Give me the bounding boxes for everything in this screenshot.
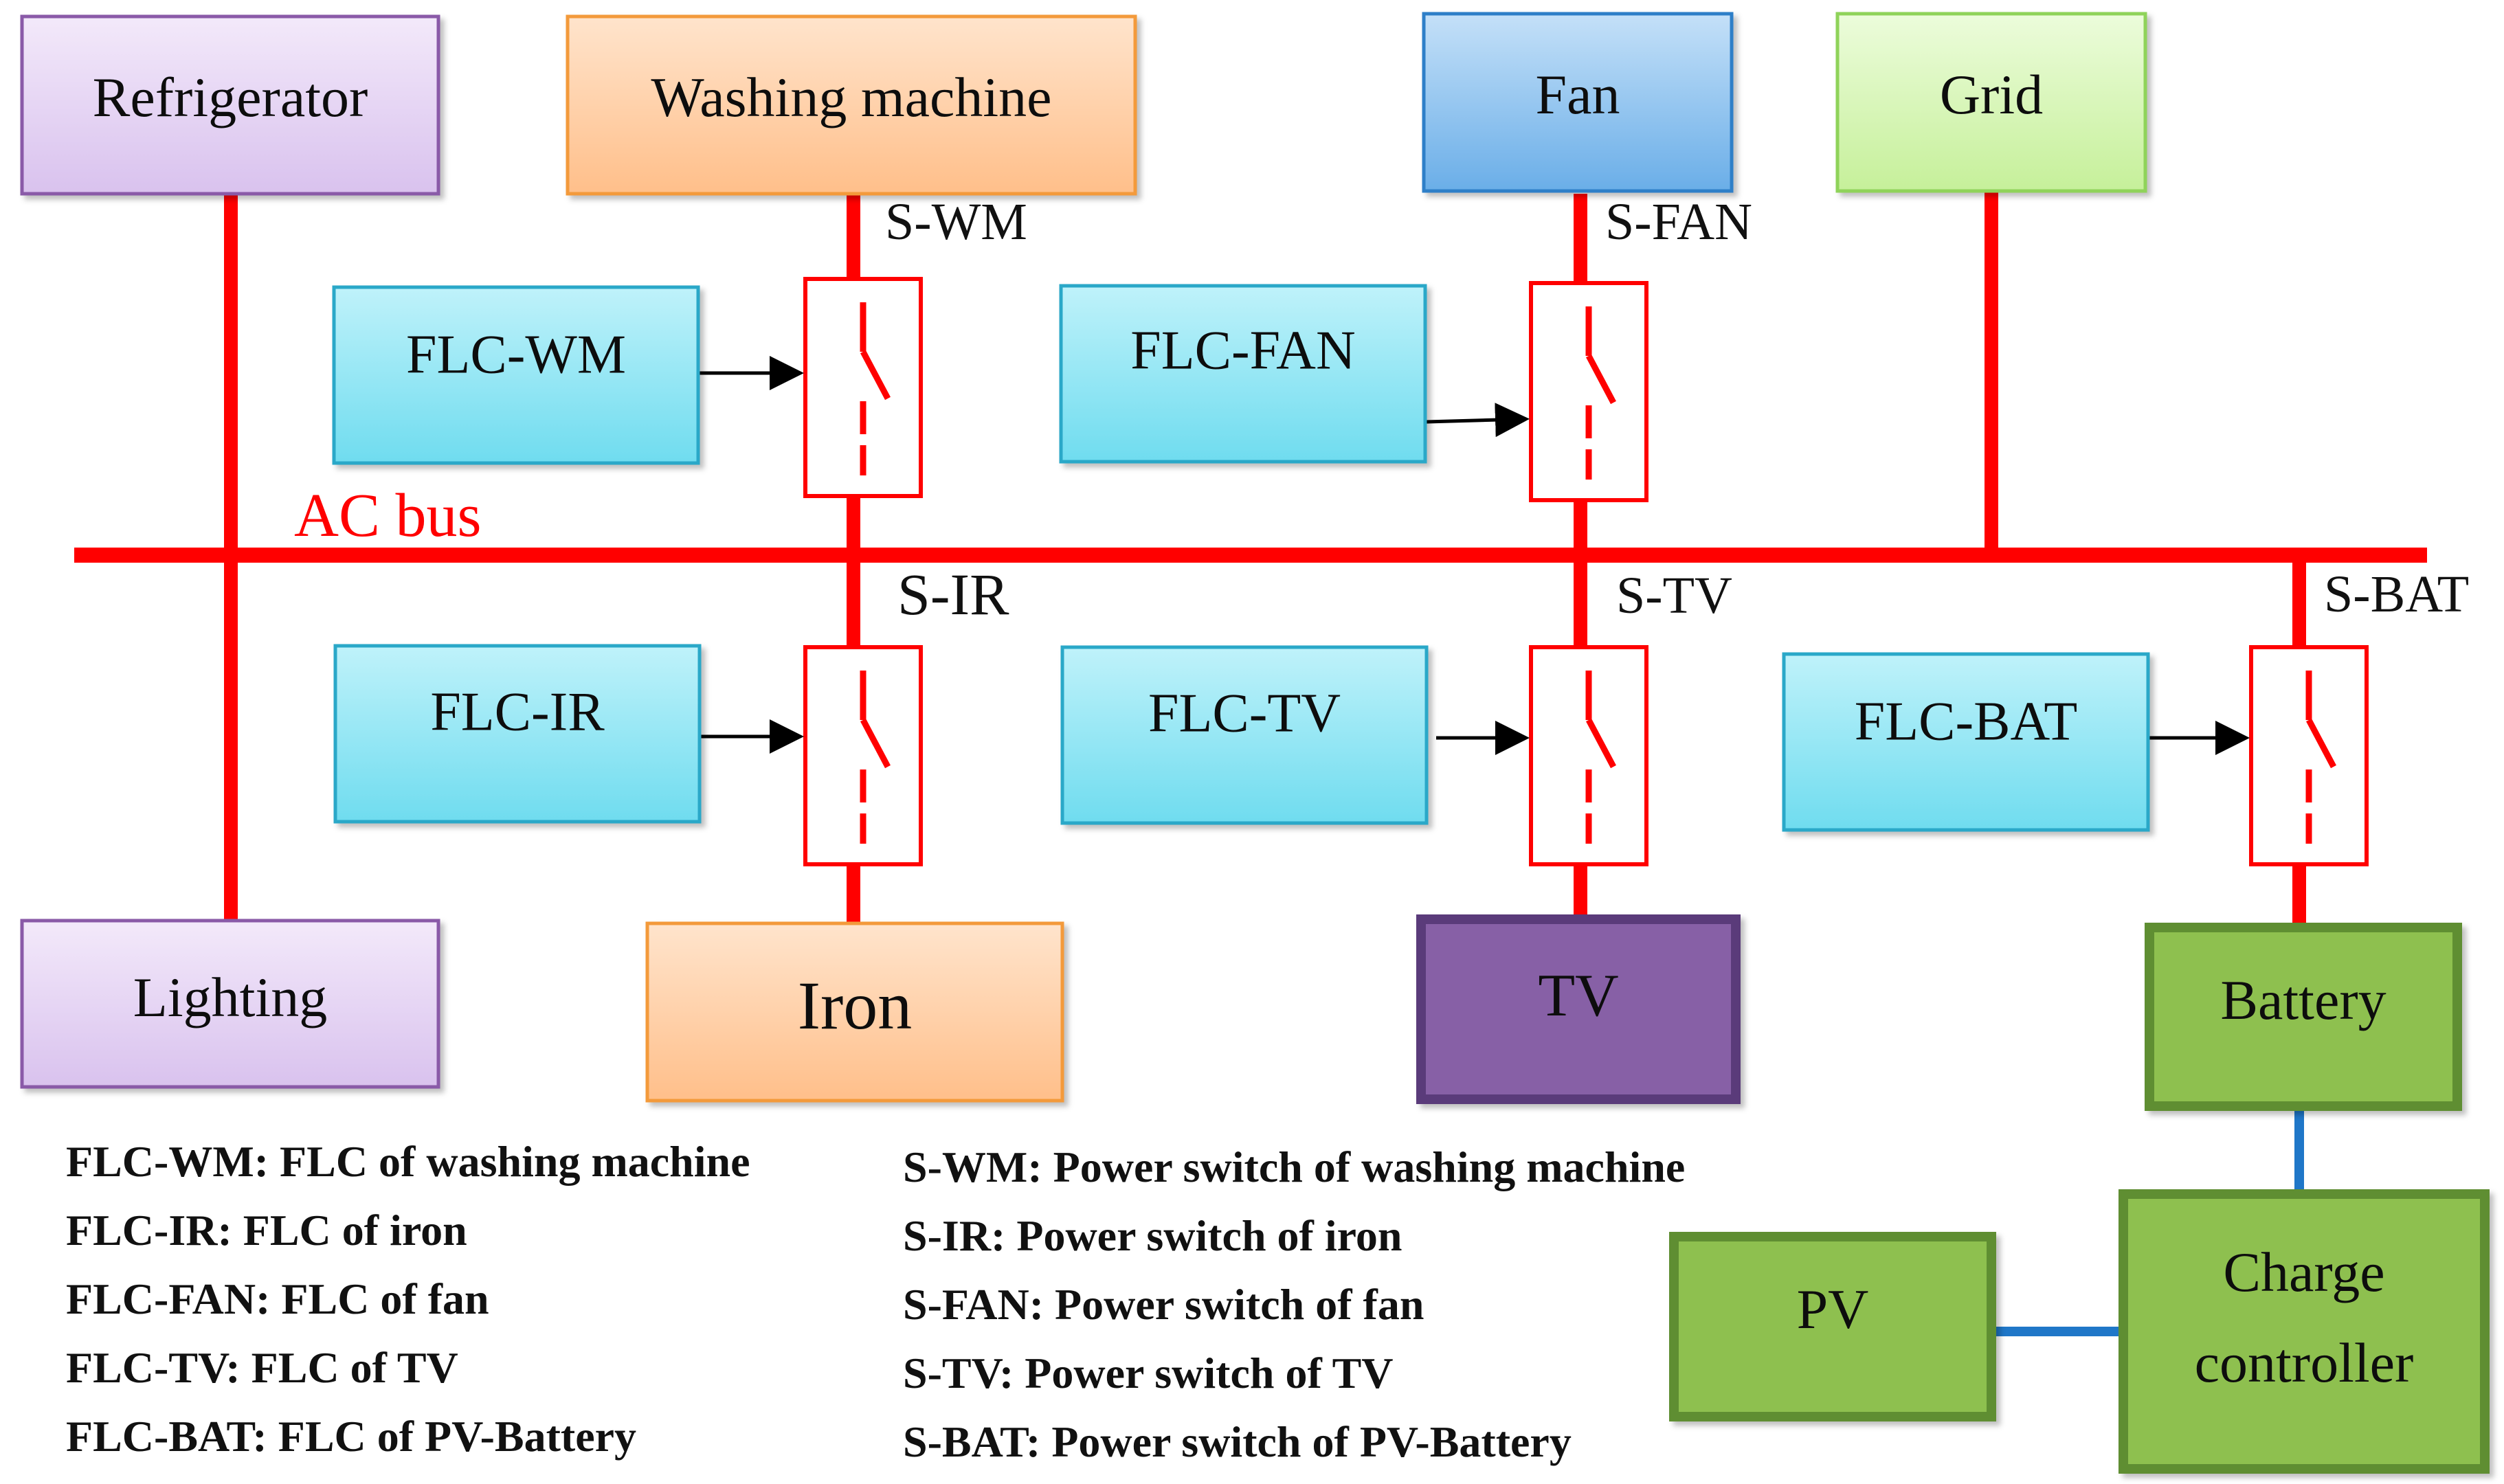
legend-switch-item: S-IR: Power switch of iron — [903, 1211, 1402, 1260]
flc-wm-box: FLC-WM — [332, 285, 700, 465]
legend-switch-item: S-TV: Power switch of TV — [903, 1349, 1394, 1397]
arrow-flc-fan — [1426, 403, 1530, 438]
iron-box: Iron — [645, 921, 1064, 1103]
tv-box: TV — [1416, 914, 1741, 1104]
flc-tv-label: FLC-TV — [1148, 683, 1341, 743]
switch-label-s-wm: S-WM — [885, 193, 1027, 251]
dc-wiring — [1991, 1106, 2304, 1336]
iron-label: Iron — [798, 967, 913, 1044]
flc-ir-label: FLC-IR — [430, 682, 605, 742]
power-switch-tv — [1529, 645, 1648, 866]
flc-bat-label: FLC-BAT — [1855, 691, 2078, 752]
legend-flc-item: FLC-WM: FLC of washing machine — [66, 1137, 750, 1186]
legend-switch-item: S-BAT: Power switch of PV-Battery — [903, 1417, 1572, 1466]
legend-flc-item: FLC-TV: FLC of TV — [66, 1343, 458, 1392]
legend-switch-item: S-WM: Power switch of washing machine — [903, 1143, 1685, 1191]
switch-label-s-ir: S-IR — [897, 561, 1009, 627]
switch-label-s-fan: S-FAN — [1605, 193, 1752, 251]
flc-tv-box: FLC-TV — [1060, 645, 1429, 825]
flc-bat-box: FLC-BAT — [1782, 652, 2150, 832]
ac-wiring — [74, 190, 2427, 928]
flc-fan-box: FLC-FAN — [1059, 284, 1427, 464]
flc-wm-label: FLC-WM — [406, 324, 626, 385]
switch-label-s-bat: S-BAT — [2324, 565, 2469, 623]
lighting-box: Lighting — [20, 919, 440, 1089]
battery-box: Battery — [2145, 923, 2462, 1111]
refrigerator-label: Refrigerator — [93, 66, 368, 128]
washing-machine-label: Washing machine — [651, 66, 1051, 128]
legend-flc: FLC-WM: FLC of washing machine FLC-IR: F… — [66, 1137, 750, 1461]
grid-label: Grid — [1940, 63, 2043, 126]
tv-label: TV — [1538, 963, 1618, 1029]
refrigerator-box: Refrigerator — [20, 14, 440, 196]
power-switch-fan — [1529, 281, 1648, 502]
charge-controller-label-line1: Charge — [2223, 1241, 2384, 1303]
legend-flc-item: FLC-BAT: FLC of PV-Battery — [66, 1412, 636, 1461]
lighting-label: Lighting — [133, 966, 327, 1028]
washing-machine-box: Washing machine — [566, 14, 1137, 196]
legend-switches: S-WM: Power switch of washing machine S-… — [903, 1143, 1685, 1466]
legend-flc-item: FLC-FAN: FLC of fan — [66, 1274, 489, 1323]
pv-label: PV — [1797, 1278, 1869, 1340]
power-switch-wm — [803, 277, 923, 498]
flc-fan-label: FLC-FAN — [1130, 320, 1355, 381]
battery-label: Battery — [2220, 969, 2386, 1031]
charge-controller-box: Charge controller — [2119, 1189, 2490, 1474]
power-switch-ir — [803, 645, 923, 866]
fan-box: Fan — [1422, 12, 1734, 193]
pv-box: PV — [1669, 1232, 1996, 1421]
switch-label-s-tv: S-TV — [1616, 567, 1732, 625]
flc-ir-box: FLC-IR — [333, 644, 702, 824]
grid-box: Grid — [1835, 12, 2147, 193]
ac-bus-label: AC bus — [294, 482, 482, 550]
legend-flc-item: FLC-IR: FLC of iron — [66, 1206, 467, 1255]
fan-label: Fan — [1536, 63, 1620, 126]
control-arrows — [698, 356, 2250, 755]
power-switch-bat — [2249, 645, 2369, 866]
legend-switch-item: S-FAN: Power switch of fan — [903, 1280, 1424, 1329]
charge-controller-label-line2: controller — [2195, 1331, 2414, 1394]
